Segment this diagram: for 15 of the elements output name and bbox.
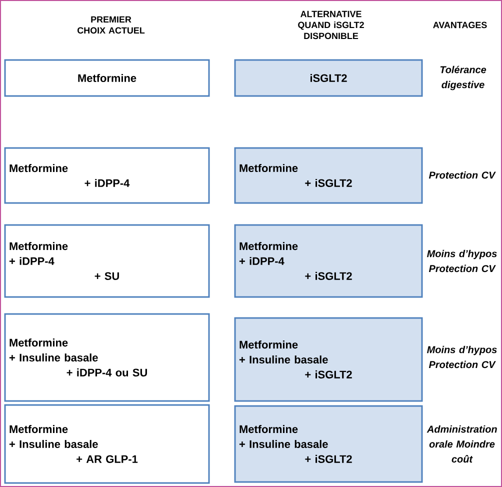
advantage-text: Tolérance digestive [440, 66, 486, 90]
treatment-box: Metformine + Insuline basale + AR GLP-1 [4, 404, 210, 484]
column-header: ALTERNATIVE QUAND iSGLT2 DISPONIBLE [298, 10, 364, 40]
treatment-box: Metformine + iDPP-4 + SU [4, 224, 210, 298]
alternative-box: iSGLT2 [234, 59, 423, 97]
advantage-text: Administration orale Moindre coût [426, 425, 497, 463]
alternative-box: Metformine + iDPP-4 + iSGLT2 [234, 224, 423, 298]
alternative-box: Metformine + Insuline basale + iSGLT2 [234, 405, 423, 483]
alternative-box: Metformine + iSGLT2 [234, 147, 423, 204]
column-header: PREMIER CHOIX ACTUEL [78, 16, 145, 34]
treatment-box: Metformine [4, 59, 210, 97]
treatment-box: Metformine + Insuline basale + iDPP-4 ou SU [4, 313, 210, 402]
column-header: AVANTAGES [433, 22, 487, 28]
alternative-box: Metformine + Insuline basale + iSGLT2 [234, 317, 423, 402]
treatment-box: Metformine + iDPP-4 [4, 147, 210, 204]
